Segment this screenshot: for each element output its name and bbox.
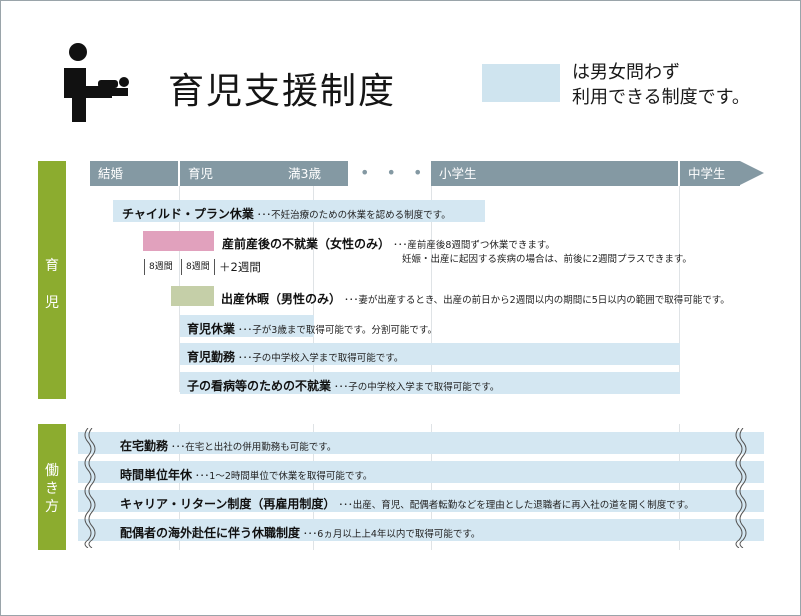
section-childcare-char-1: 育 bbox=[45, 258, 59, 274]
child-plan-leave-title: チャイルド・プラン休業 bbox=[122, 207, 254, 221]
section-childcare-char-2: 児 bbox=[45, 295, 59, 311]
bar-child-plan-leave bbox=[113, 200, 485, 222]
row-child-plan-leave: チャイルド・プラン休業 ･･･不妊治療のための休業を認める制度です。 bbox=[122, 205, 451, 222]
timeline-junior-high: 中学生 bbox=[680, 161, 740, 186]
maternity-note: 妊娠・出産に起因する疾病の場合は、前後に2週間プラスできます。 bbox=[402, 254, 692, 265]
timeline-elementary: 小学生 bbox=[431, 161, 678, 186]
bar-childcare-leave bbox=[180, 315, 314, 337]
grid-line bbox=[313, 186, 314, 392]
paternity-title-b: 男性 bbox=[281, 292, 306, 306]
maternity-post-8weeks: 8週間 bbox=[181, 259, 214, 275]
maternity-plus-2weeks: ＋2週間 bbox=[214, 259, 265, 275]
row-childcare-worktime: 育児勤務 ･･･子の中学校入学まで取得可能です。 bbox=[187, 348, 403, 365]
legend-text: は男女問わず 利用できる制度です。 bbox=[572, 62, 750, 108]
childcare-leave-title: 育児休業 bbox=[187, 322, 236, 336]
maternity-pre-8weeks: 8週間 bbox=[144, 259, 177, 275]
grid-line bbox=[679, 424, 680, 550]
row-paternity-leave: 出産休暇（男性のみ） ･･･妻が出産するとき、出産の前日から2週間以内の期間に5… bbox=[221, 290, 730, 307]
paternity-title-c: のみ） bbox=[305, 292, 342, 306]
bar-paternity-leave bbox=[171, 286, 214, 306]
childcare-worktime-desc: ･･･子の中学校入学まで取得可能です。 bbox=[238, 353, 404, 364]
section-workstyle-char-3: 方 bbox=[45, 499, 59, 515]
paternity-desc: ･･･妻が出産するとき、出産の前日から2週間以内の期間に5日以内の範囲で取得可能… bbox=[344, 295, 730, 306]
page-title: 育児支援制度 bbox=[168, 71, 397, 112]
maternity-title-b: 女性 bbox=[330, 237, 355, 251]
row-career-return: キャリア・リターン制度（再雇用制度） ･･･出産、育児、配偶者転勤などを理由とし… bbox=[120, 495, 694, 512]
bar-sick-child-leave bbox=[180, 372, 680, 394]
maternity-desc: ･･･産前産後8週間ずつ休業できます。 bbox=[393, 240, 555, 251]
childcare-worktime-title: 育児勤務 bbox=[187, 350, 236, 364]
remote-work-title: 在宅勤務 bbox=[120, 439, 169, 453]
row-childcare-leave: 育児休業 ･･･子が3歳まで取得可能です。分割可能です。 bbox=[187, 320, 437, 337]
grid-line bbox=[313, 424, 314, 550]
child-plan-leave-desc: ･･･不妊治療のための休業を認める制度です。 bbox=[256, 210, 451, 221]
row-remote-work: 在宅勤務 ･･･在宅と出社の併用勤務も可能です。 bbox=[120, 437, 336, 454]
bar-childcare-worktime bbox=[180, 343, 680, 365]
grid-line bbox=[431, 186, 432, 392]
parenting-icon bbox=[64, 43, 129, 122]
sick-child-leave-title: 子の看病等のための不就業 bbox=[187, 379, 332, 393]
paternity-title-a: 出産休暇（ bbox=[221, 292, 282, 306]
timeline-ellipsis: • • • • bbox=[360, 163, 456, 182]
career-return-title: キャリア・リターン制度（再雇用制度） bbox=[120, 497, 336, 511]
spouse-transfer-leave-title: 配偶者の海外赴任に伴う休職制度 bbox=[120, 526, 301, 540]
maternity-title-a: 産前産後の不就業（ bbox=[222, 237, 331, 251]
row-hourly-leave: 時間単位年休 ･･･1～2時間単位で休業を取得可能です。 bbox=[120, 466, 372, 483]
maternity-title-c: のみ） bbox=[354, 237, 391, 251]
section-workstyle-char-1: 働 bbox=[45, 463, 59, 479]
bar-remote-work bbox=[78, 432, 764, 454]
legend-swatch bbox=[482, 64, 560, 102]
timeline-arrow bbox=[740, 161, 764, 185]
remote-work-desc: ･･･在宅と出社の併用勤務も可能です。 bbox=[171, 442, 337, 453]
section-workstyle-bar bbox=[38, 424, 66, 550]
row-sick-child-leave: 子の看病等のための不就業 ･･･子の中学校入学まで取得可能です。 bbox=[187, 377, 499, 394]
bar-maternity-leave bbox=[143, 231, 214, 251]
left-break-mark bbox=[84, 428, 96, 548]
section-workstyle-char-2: き bbox=[45, 481, 59, 497]
grid-line bbox=[679, 186, 680, 392]
bar-spouse-transfer-leave bbox=[78, 519, 764, 541]
right-break-mark bbox=[735, 428, 747, 548]
grid-line bbox=[431, 424, 432, 550]
spouse-transfer-leave-desc: ･･･6ヵ月以上上4年以内で取得可能です。 bbox=[303, 529, 481, 540]
bar-career-return bbox=[78, 490, 764, 512]
sick-child-leave-desc: ･･･子の中学校入学まで取得可能です。 bbox=[334, 382, 500, 393]
timeline-marriage: 結婚 bbox=[90, 161, 178, 186]
section-childcare-bar bbox=[38, 161, 66, 399]
career-return-desc: ･･･出産、育児、配偶者転勤などを理由とした退職者に再入社の道を開く制度です。 bbox=[338, 500, 694, 511]
bar-hourly-leave bbox=[78, 461, 764, 483]
hourly-leave-title: 時間単位年休 bbox=[120, 468, 193, 482]
hourly-leave-desc: ･･･1～2時間単位で休業を取得可能です。 bbox=[195, 471, 373, 482]
row-spouse-transfer-leave: 配偶者の海外赴任に伴う休職制度 ･･･6ヵ月以上上4年以内で取得可能です。 bbox=[120, 524, 480, 541]
timeline-age3: 満3歳 bbox=[280, 161, 348, 186]
row-maternity-leave: 産前産後の不就業（女性のみ） ･･･産前産後8週間ずつ休業できます。 bbox=[222, 235, 555, 252]
grid-line bbox=[179, 424, 180, 550]
childcare-leave-desc: ･･･子が3歳まで取得可能です。分割可能です。 bbox=[238, 325, 437, 336]
